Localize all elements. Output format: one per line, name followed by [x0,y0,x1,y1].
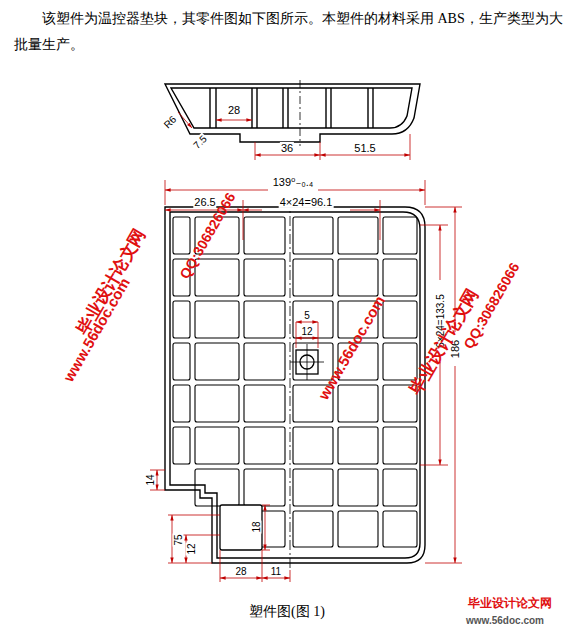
section-dimensions [178,112,410,160]
rib-cell [173,385,190,422]
dimension: 51.5 [353,142,376,154]
rib-cell [173,343,190,380]
intro-text: 该塑件为温控器垫块，其零件图如下图所示。本塑件的材料采用 ABS，生产类型为大批… [14,6,564,58]
rib-cell [293,511,333,547]
rib-cell [244,427,285,464]
rib-cell [195,469,239,506]
dimension: 7.5 [190,132,209,151]
rib-cell [244,217,285,254]
rib-cell [383,259,417,296]
rib-cell [173,217,190,254]
rib-cell [293,427,333,464]
dimension: 28 [227,104,241,116]
dimension: 139⁰₋₀.₄ [272,176,315,188]
rib-cell [383,301,417,338]
rib-cell [173,427,190,464]
rib-cell [293,469,333,506]
dimension: 75 [173,533,184,546]
rib-cell [195,259,239,296]
watermark: 毕业设计论文网 [468,597,552,610]
rib-cell [338,217,378,254]
rib-cell [244,343,285,380]
plan-view [165,207,425,563]
dimension: 12 [186,542,197,555]
dimension: 11 [270,566,282,577]
dimension: 28 [234,566,247,577]
rib-cell [293,217,333,254]
dimension: 12 [300,326,313,337]
rib-cell [383,427,417,464]
rib-cell [173,301,190,338]
rib-cell [338,511,378,547]
rib-cell [195,301,239,338]
dimension: 14 [145,473,156,486]
rib-cell [293,301,333,338]
rib-cell [293,259,333,296]
figure-caption: 塑件图(图 1) [249,603,325,621]
dimension: 26.5 [193,196,216,208]
rib-cell [244,259,285,296]
rib-cell [195,385,239,422]
rib-grid [173,217,417,547]
rib-cell [244,301,285,338]
rib-cell [244,469,285,506]
rib-cell [338,385,378,422]
dimension: 36 [280,142,294,154]
rib-cell [244,385,285,422]
rib-cell [383,343,417,380]
dimension: 5 [303,310,311,321]
rib-cell [338,469,378,506]
centerlines [290,198,324,570]
rib-cell [195,427,239,464]
watermark: www.56doc.com [466,615,544,626]
plan-features [220,350,318,550]
watermark: 毕业设计论文网 [74,226,150,338]
rib-cell [383,469,417,506]
rib-cell [195,343,239,380]
rib-cell [338,259,378,296]
rib-cell [338,427,378,464]
dimension: 4×24=96.1 [279,196,334,208]
dimension: R6 [161,113,179,131]
dimension: 18 [251,520,262,533]
rib-cell [383,511,417,547]
rib-cell [383,217,417,254]
